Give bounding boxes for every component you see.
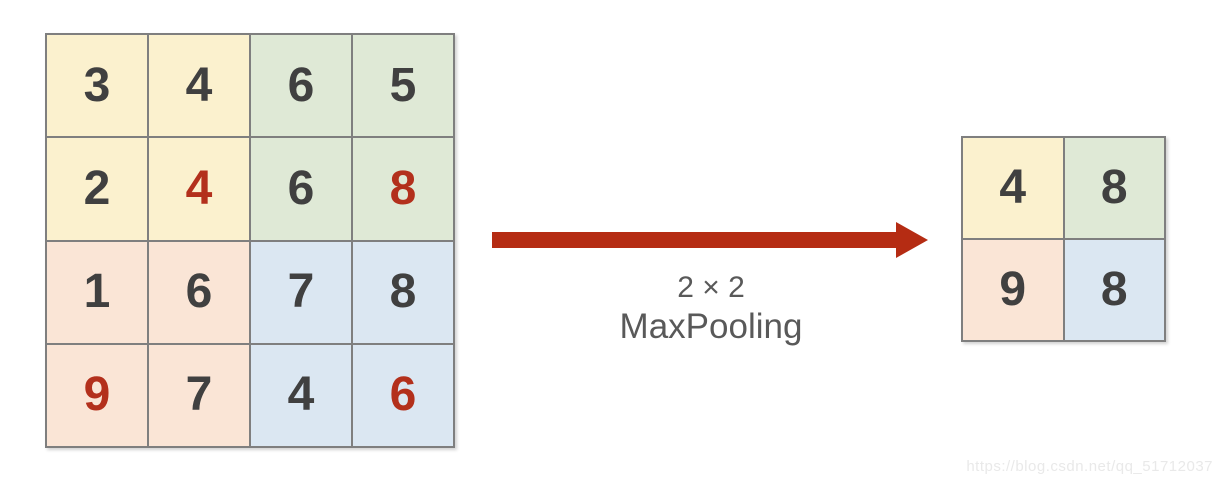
input-grid-cell-r4c4: 6 — [353, 344, 453, 446]
operation-label: MaxPooling — [619, 307, 803, 346]
input-grid-cell-r3c1: 1 — [47, 241, 147, 343]
input-grid-cell-r2c3: 6 — [251, 138, 351, 240]
input-grid-cell-r3c2: 6 — [149, 241, 249, 343]
input-grid-cell-r1c4: 5 — [353, 35, 453, 137]
input-grid-cell-r1c2: 4 — [149, 35, 249, 137]
input-grid-cell-r4c2: 7 — [149, 344, 249, 446]
right-arrow-icon — [492, 222, 928, 258]
output-grid-cell-r1c1: 4 — [963, 138, 1063, 238]
output-grid-cell-r1c2: 8 — [1064, 138, 1164, 238]
input-grid-cell-r3c4: 8 — [353, 241, 453, 343]
input-grid-cell-r2c4: 8 — [353, 138, 453, 240]
pooling-operation: 2 × 2 MaxPooling — [492, 219, 930, 347]
output-grid-cell-r2c1: 9 — [963, 240, 1063, 340]
watermark: https://blog.csdn.net/qq_51712037 — [966, 458, 1213, 475]
output-grid-cell-r2c2: 8 — [1064, 240, 1164, 340]
input-grid-cell-r3c3: 7 — [251, 241, 351, 343]
input-grid-cell-r1c3: 6 — [251, 35, 351, 137]
pool-size-label: 2 × 2 — [677, 271, 745, 304]
input-grid-cell-r4c1: 9 — [47, 344, 147, 446]
input-grid-cell-r4c3: 4 — [251, 344, 351, 446]
input-grid-cell-r2c2: 4 — [149, 138, 249, 240]
input-grid-cell-r1c1: 3 — [47, 35, 147, 137]
input-grid-cell-r2c1: 2 — [47, 138, 147, 240]
